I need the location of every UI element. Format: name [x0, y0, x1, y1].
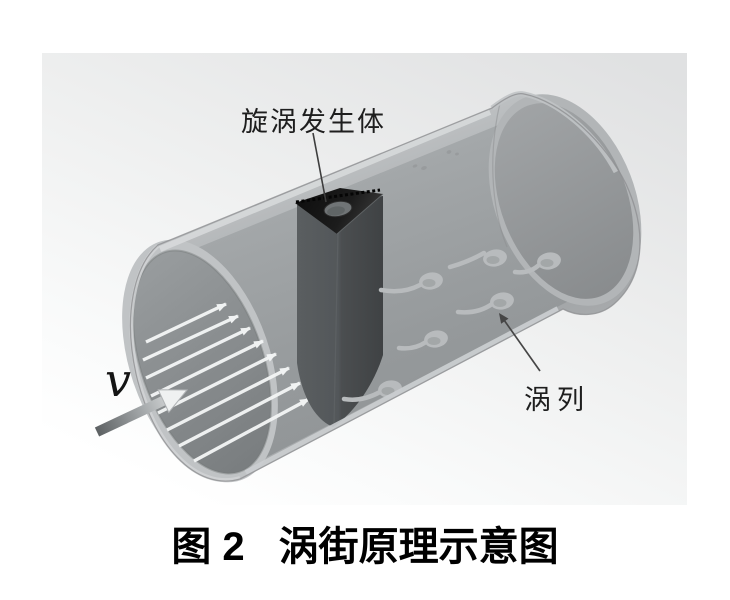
inlet-arrow-shaft — [94, 395, 168, 437]
inlet-velocity-label: v — [105, 353, 131, 407]
flow-arrow — [157, 352, 277, 415]
vortex-street — [341, 249, 561, 402]
flow-arrow — [166, 366, 290, 432]
flow-arrow — [145, 302, 227, 344]
flow-arrow — [178, 381, 301, 448]
vortex-generator-body — [295, 188, 384, 427]
inlet-arrow-head — [157, 389, 189, 414]
generator-column — [297, 196, 383, 427]
vortex-street-label: 涡列 — [524, 385, 590, 415]
generator-leader-line — [312, 132, 327, 203]
vortex-street-pointer-arrow — [499, 313, 541, 372]
vortex — [512, 252, 561, 275]
flow-arrow — [193, 397, 310, 463]
vortex — [447, 249, 507, 270]
flow-streamline-arrows — [142, 302, 310, 463]
vortex-generator-label: 旋涡发生体 — [241, 107, 386, 137]
pipe-top-highlight — [158, 109, 492, 252]
generator-edge-highlight — [333, 230, 339, 425]
inlet-rim-highlight — [129, 244, 241, 482]
figure-caption: 图 2 涡街原理示意图 — [0, 514, 730, 572]
pipe-end-cap — [488, 94, 642, 306]
end-cap-face — [494, 103, 634, 299]
pipe-bottom-highlight — [244, 306, 560, 476]
vortex — [396, 330, 448, 351]
inlet-velocity-arrow — [94, 389, 189, 437]
figure-caption-title: 涡街原理示意图 — [278, 525, 559, 569]
flow-arrow — [150, 339, 264, 398]
surface-marks — [412, 150, 459, 170]
flow-arrow — [145, 326, 251, 380]
vortex — [455, 292, 514, 315]
generator-top-edge — [336, 193, 384, 235]
generator-disc-shadow — [327, 206, 345, 216]
vortex — [378, 272, 443, 294]
pipe-outline — [129, 92, 641, 482]
figure-caption-index: 图 2 — [171, 525, 245, 569]
flow-arrow — [142, 314, 239, 362]
pipe-edges — [129, 91, 641, 482]
end-cap-edge-line — [492, 102, 508, 248]
